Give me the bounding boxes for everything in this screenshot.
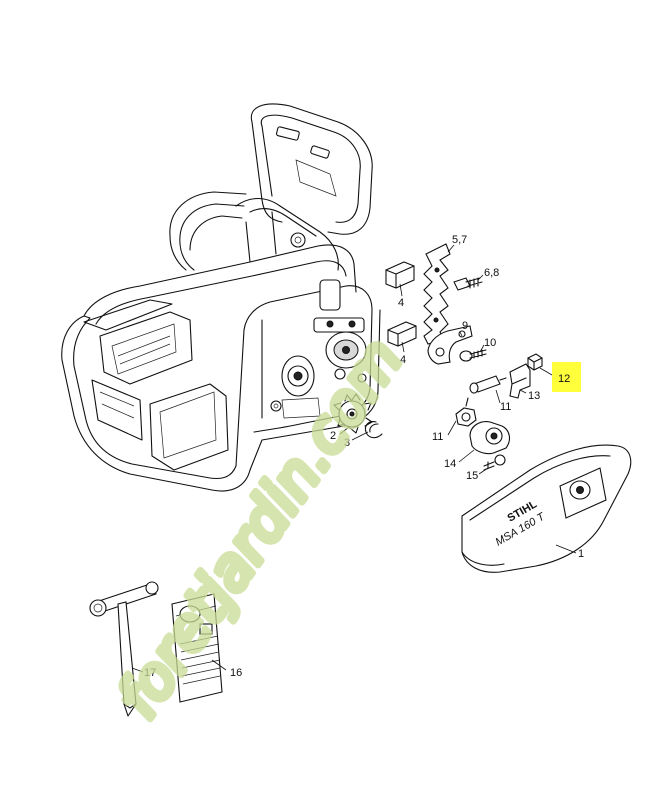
callout-5-7: 5,7 (452, 234, 467, 246)
part-tensioner-slide (509, 363, 531, 399)
part-buffer-top (385, 261, 415, 289)
callout-11-upper: 11 (500, 401, 511, 413)
watermark-text: foretjardin.com (104, 326, 415, 730)
part-screw-6-8 (453, 277, 483, 291)
part-buffer-bottom (387, 321, 417, 347)
part-chain-sprocket (333, 393, 373, 434)
callout-16: 16 (230, 667, 242, 679)
callout-3: 3 (344, 437, 350, 449)
callout-2: 2 (330, 430, 336, 442)
callout-11-lower: 11 (432, 431, 443, 443)
callout-labels: 1 2 3 4 4 5,7 6,8 9 10 11 11 12 13 14 15… (144, 234, 584, 679)
part-chain-catcher (427, 325, 473, 365)
callout-10: 10 (484, 337, 496, 349)
callout-9: 9 (462, 320, 468, 332)
callout-15: 15 (466, 470, 478, 482)
callout-14: 14 (444, 458, 456, 470)
part-instruction-manual (171, 593, 223, 703)
part-nut (455, 397, 477, 427)
part-sprocket-cover: STIHL MSA 160 T (461, 444, 632, 573)
callout-6-8: 6,8 (484, 267, 499, 279)
part-screw-10 (459, 349, 487, 362)
callout-17: 17 (144, 667, 156, 679)
part-combination-wrench (89, 581, 159, 717)
part-tensioner-gear (469, 421, 511, 455)
callout-13: 13 (528, 390, 540, 402)
part-spiked-bumper (423, 243, 451, 345)
callout-12: 12 (558, 373, 570, 385)
part-screw-15 (483, 454, 506, 471)
chainsaw-body (61, 103, 381, 492)
watermark: foretjardin.com (100, 322, 418, 733)
highlight-box-12 (552, 362, 581, 392)
leader-lines (131, 244, 577, 673)
part-adjusting-bolt (469, 375, 507, 394)
callout-4-top: 4 (398, 297, 404, 309)
part-e-clip (364, 421, 383, 439)
part-slide-12 (527, 353, 543, 371)
callout-4-bottom: 4 (400, 354, 406, 366)
callout-1: 1 (578, 548, 584, 560)
